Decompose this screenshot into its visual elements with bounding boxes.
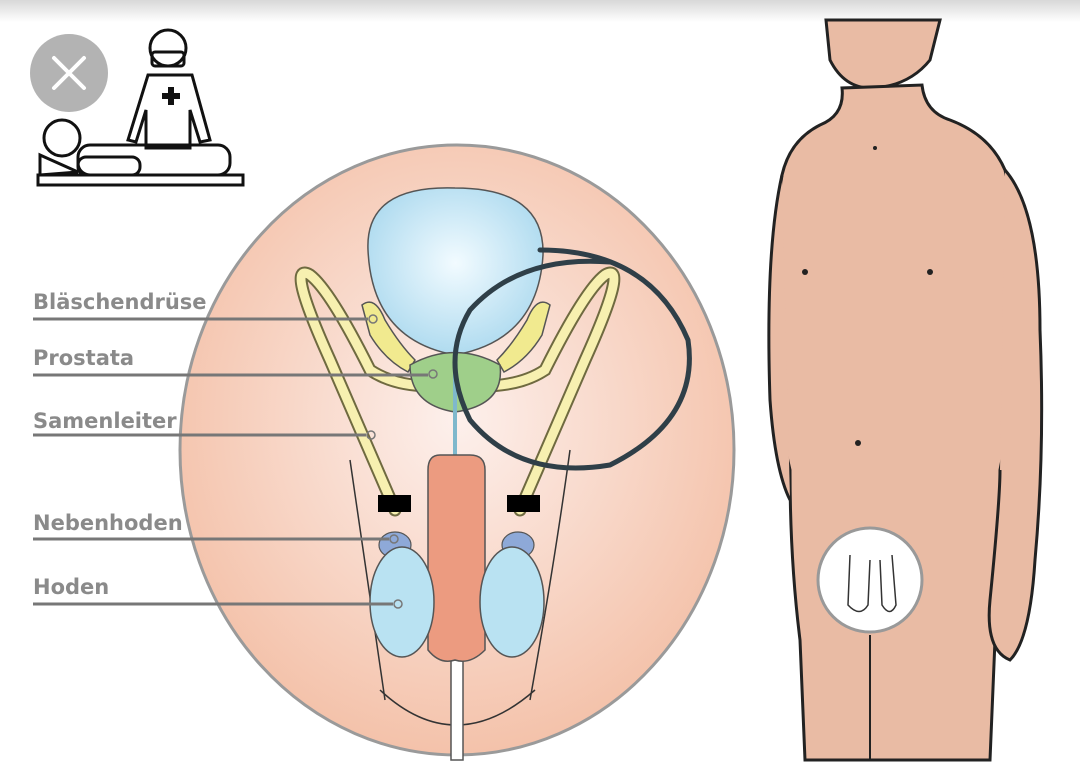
cut-mark-right (507, 495, 540, 512)
label-prostata: Prostata (33, 346, 134, 370)
label-lines (33, 314, 438, 609)
top-shadow (0, 0, 1080, 22)
testis-right (479, 546, 545, 658)
man-figure (767, 18, 1044, 762)
seminal-vesicle-left (361, 301, 416, 373)
label-nebenhoden: Nebenhoden (33, 511, 183, 535)
vas-deferens (294, 266, 621, 517)
label-samenleiter: Samenleiter (33, 409, 177, 433)
label-hoden: Hoden (33, 575, 109, 599)
penis (427, 454, 486, 662)
crotch-detail-circle (816, 526, 924, 634)
close-icon (52, 56, 86, 90)
doctor-patient-icon (36, 28, 245, 187)
cut-mark-left (378, 495, 411, 512)
body-marks (802, 146, 933, 446)
close-button[interactable] (30, 34, 108, 112)
label-blaeschendruese: Bläschendrüse (33, 290, 207, 314)
bladder (367, 187, 544, 356)
seminal-vesicle-right (496, 301, 551, 373)
cross-icon (162, 87, 180, 105)
annotation-circle (452, 247, 692, 471)
